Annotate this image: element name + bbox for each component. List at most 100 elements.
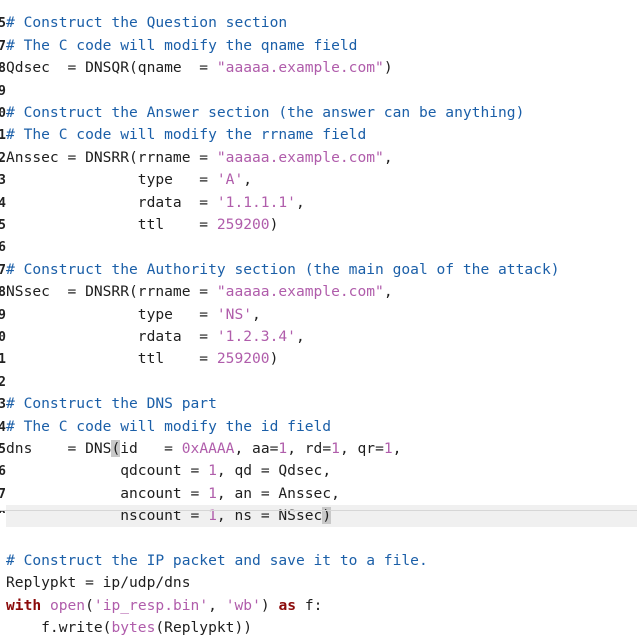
code-token: , aa= [234,440,279,457]
code-line[interactable]: NSsec = DNSRR(rrname = "aaaaa.example.co… [6,281,637,303]
code-token: ancount = [6,484,209,502]
code-token: # Construct the Authority section (the m… [6,260,560,278]
code-line[interactable]: # The C code will modify the rrname fiel… [6,124,637,146]
line-number: 3 [0,173,6,189]
code-token: ( [111,440,121,457]
code-line[interactable]: rdata = '1.2.3.4', [6,326,637,348]
code-token: ) [260,596,279,614]
code-token: # Construct the Question section [6,14,288,32]
code-token: 259200 [216,216,270,233]
code-token: Replypkt = ip/udp/dns [6,574,191,592]
line-number: 5 [0,442,6,457]
code-line[interactable] [6,0,637,12]
code-line[interactable]: dns = DNS(id = 0xAAAA, aa=1, rd=1, qr=1, [6,438,637,460]
code-token: 1 [208,462,217,480]
code-token: f.write( [6,619,112,637]
code-token: # Construct the IP packet and save it to… [6,552,428,569]
code-token: , rd= [287,440,332,457]
code-line[interactable]: # Construct the DNS part [6,393,637,415]
code-token: rdata = [6,193,217,211]
code-line[interactable]: ttl = 259200) [6,214,637,236]
line-number: 8 [0,61,6,77]
code-token: , [383,283,393,301]
code-line[interactable]: Anssec = DNSRR(rrname = "aaaaa.example.c… [6,147,637,169]
code-line[interactable]: qdcount = 1, qd = Qdsec, [6,460,637,482]
code-token: id = [120,440,182,457]
code-line[interactable]: type = 'NS', [6,304,637,326]
line-number: 1 [0,352,6,368]
line-number: 8 [0,508,6,513]
line-number: 7 [0,262,6,278]
code-line[interactable]: ttl = 259200) [6,348,637,370]
code-token: 0xAAAA [181,440,235,457]
code-token: # The C code will modify the rrname fiel… [6,126,367,144]
code-token: 1 [278,440,288,457]
code-token: "aaaaa.example.com" [216,283,384,301]
code-token: with [6,596,42,614]
code-token: 1 [383,440,393,457]
code-line[interactable]: ancount = 1, an = Anssec, [6,483,637,505]
code-token: 'ip_resp.bin' [93,596,209,614]
code-token: "aaaaa.example.com" [216,148,384,166]
code-token: ttl = [6,350,217,368]
code-line[interactable]: # The C code will modify the qname field [6,35,637,57]
code-line[interactable]: # Construct the IP packet and save it to… [6,550,637,572]
code-line-current[interactable]: nscount = 1, ns = NSsec) [6,505,637,528]
code-line[interactable]: Replypkt = ip/udp/dns [6,572,637,594]
code-token: Qdsec = DNSQR(qname = [6,59,217,77]
code-token: qdcount = [6,462,209,480]
code-line[interactable]: f.write(bytes(Replypkt)) [6,617,637,639]
code-token: rdata = [6,328,217,345]
code-line[interactable]: rdata = '1.1.1.1', [6,192,637,214]
code-line[interactable] [6,371,637,393]
code-token: # The C code will modify the id field [6,417,332,435]
code-token: '1.1.1.1' [216,193,296,211]
code-token: , [295,328,305,345]
code-line[interactable] [6,80,637,102]
line-number: 2 [0,150,6,166]
line-number: 9 [0,307,6,323]
code-token: "aaaaa.example.com" [216,59,384,77]
line-number: 0 [0,330,6,345]
code-line[interactable]: # Construct the Answer section (the answ… [6,102,637,124]
code-token: 1 [208,484,217,502]
code-token: dns = DNS [6,440,112,457]
code-line[interactable] [6,236,637,258]
line-number: 8 [0,285,6,301]
code-token: , [295,193,305,211]
code-line[interactable]: # Construct the Question section [6,12,637,34]
code-line[interactable]: Qdsec = DNSQR(qname = "aaaaa.example.com… [6,57,637,79]
code-token: 'A' [216,171,244,189]
code-token: , [392,440,402,457]
line-number: 5 [0,16,6,32]
line-number-gutter: 5789012345678901234567890123 [0,0,6,513]
code-token: 259200 [216,350,270,368]
line-number: 2 [0,374,6,390]
line-number: 6 [0,464,6,480]
code-token [41,597,50,614]
code-line[interactable] [6,528,637,550]
code-token: f: [296,596,323,614]
line-number: 3 [0,397,6,413]
code-token: , [383,148,393,166]
code-token: bytes [111,619,156,637]
code-line[interactable]: # The C code will modify the id field [6,416,637,438]
code-token: ( [85,596,94,614]
code-line[interactable]: type = 'A', [6,169,637,191]
code-token: ) [269,216,279,233]
line-number: 1 [0,128,6,144]
line-number: 0 [0,106,6,121]
code-line[interactable]: with open('ip_resp.bin', 'wb') as f: [6,595,637,617]
line-number: 9 [0,83,6,99]
code-token: ttl = [6,216,217,233]
code-token: '1.2.3.4' [216,328,296,345]
code-token: type = [6,171,217,189]
code-token: , an = Anssec, [216,484,340,502]
editor-bottom-border [0,510,637,511]
line-number: 7 [0,38,6,54]
line-number: 4 [0,195,6,211]
code-token: (Replypkt)) [155,619,253,637]
code-token: , [208,596,226,614]
code-line[interactable]: # Construct the Authority section (the m… [6,259,637,281]
